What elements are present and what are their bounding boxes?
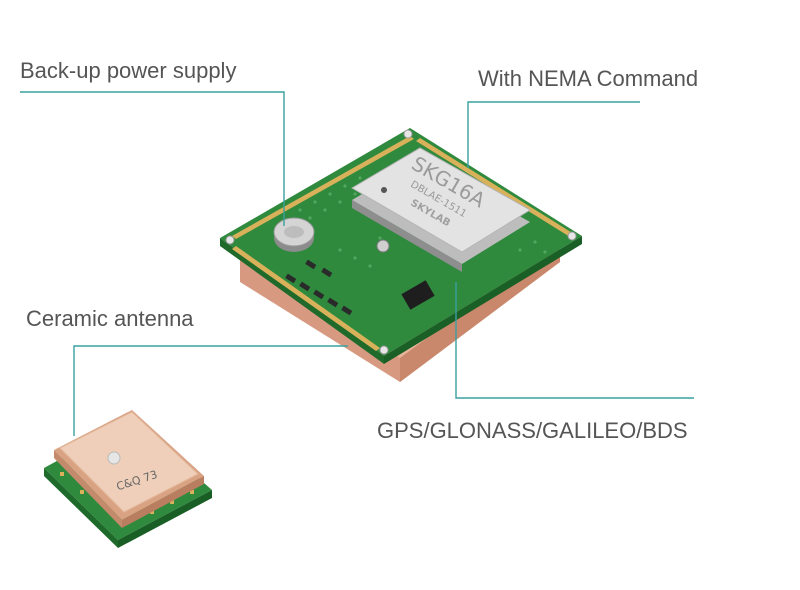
mounting-holes xyxy=(225,129,577,355)
round-component xyxy=(376,239,390,253)
patch-antenna: C&Q 73 xyxy=(44,410,212,548)
gps-module: SKG16A DBLAE-1511 SKYLAB xyxy=(220,128,582,382)
backup-battery xyxy=(273,217,315,252)
backup-power-callout-line xyxy=(20,91,285,226)
backup-power-label: Back-up power supply xyxy=(20,58,237,83)
gnss-callout-line xyxy=(455,282,694,399)
smd-components xyxy=(285,259,353,316)
callout-lines xyxy=(20,91,694,436)
ic-chip xyxy=(401,280,435,310)
pcb-edge-pads xyxy=(232,136,574,351)
nema-command-label: With NEMA Command xyxy=(478,66,699,91)
ceramic-callout-line xyxy=(73,345,348,436)
ceramic-antenna-label: Ceramic antenna xyxy=(26,306,194,331)
nema-callout-line xyxy=(467,101,640,168)
gnss-systems-label: GPS/GLONASS/GALILEO/BDS xyxy=(377,418,688,443)
